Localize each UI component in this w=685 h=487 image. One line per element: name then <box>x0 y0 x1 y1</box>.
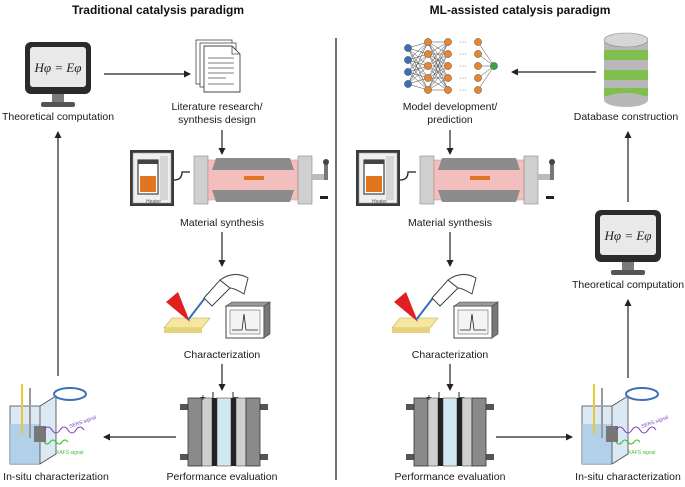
nn-node <box>424 62 432 70</box>
right-panel-title: ML-assisted catalysis paradigm <box>430 3 611 17</box>
nn-node <box>424 74 432 82</box>
right-cell-minus-sign: − <box>459 392 465 404</box>
neural-network-icon: ··· ··· ··· ··· ··· <box>404 38 498 94</box>
nn-node <box>444 50 452 58</box>
left-cell-minus-sign: − <box>233 392 239 404</box>
nn-node <box>404 68 412 76</box>
right-insitu-node: SERS signal XAFS signal In-situ characte… <box>575 383 681 483</box>
electrochemical-cell-icon <box>179 391 269 467</box>
nn-edge <box>427 53 449 91</box>
left-theoretical-label: Theoretical computation <box>2 111 114 123</box>
nn-node <box>444 86 452 94</box>
nn-edge <box>407 41 429 61</box>
nn-node <box>474 38 482 46</box>
nn-edge <box>407 41 429 73</box>
nn-ellipsis: ··· <box>460 87 467 94</box>
left-characterization-node: Characterization <box>163 273 271 361</box>
right-theoretical-computation-node: Hφ = Eφ Theoretical computation <box>572 210 684 291</box>
heater-brand-label: Heater <box>146 199 161 205</box>
left-performance-label: Performance evaluation <box>167 471 278 483</box>
right-performance-label: Performance evaluation <box>395 471 506 483</box>
database-icon <box>603 32 649 107</box>
right-synthesis-node: Heater Material synthesis <box>355 149 556 229</box>
right-characterization-label: Characterization <box>412 349 489 361</box>
nn-ellipsis: ··· <box>460 75 467 82</box>
electrochemical-cell-icon <box>405 391 495 467</box>
right-heater-brand-label: Heater <box>372 199 387 205</box>
left-synthesis-node: Heater Material synthesis <box>129 149 330 229</box>
nn-node <box>490 62 498 70</box>
right-characterization-node: Characterization <box>391 273 499 361</box>
nn-edge <box>427 41 449 79</box>
right-database-label: Database construction <box>574 111 679 123</box>
left-insitu-node: SERS signal XAFS signal In-situ characte… <box>3 383 109 483</box>
left-cell-plus-sign: + <box>200 392 206 404</box>
document-stack-icon <box>195 39 241 93</box>
nn-edge <box>427 41 449 91</box>
nn-node <box>424 50 432 58</box>
right-synthesis-label: Material synthesis <box>408 217 492 229</box>
left-literature-label-line2: synthesis design <box>178 114 256 126</box>
nn-node <box>444 38 452 46</box>
right-cell-plus-sign: + <box>426 392 432 404</box>
nn-ellipsis: ··· <box>460 63 467 70</box>
right-model-node: ··· ··· ··· ··· ··· Model development/ predi… <box>403 38 498 126</box>
characterization-instrument-icon <box>163 273 271 339</box>
left-literature-label-line1: Literature research/ <box>171 101 262 113</box>
nn-edge <box>477 65 495 91</box>
nn-node <box>474 50 482 58</box>
nn-node <box>474 74 482 82</box>
nn-ellipsis: ··· <box>460 51 467 58</box>
characterization-instrument-icon <box>391 273 499 339</box>
right-model-label-line1: Model development/ <box>403 101 498 113</box>
nn-node <box>404 44 412 52</box>
right-xafs-signal-label: XAFS signal <box>628 450 656 456</box>
nn-node <box>404 56 412 64</box>
left-panel-title: Traditional catalysis paradigm <box>72 3 244 17</box>
nn-node <box>424 86 432 94</box>
furnace-icon <box>129 149 330 207</box>
left-xafs-signal-label: XAFS signal <box>56 450 84 456</box>
right-theoretical-label: Theoretical computation <box>572 279 684 291</box>
left-performance-node: + − Performance evaluation <box>167 391 278 483</box>
right-performance-node: + − Performance evaluation <box>395 391 506 483</box>
nn-edge <box>407 41 429 85</box>
nn-edge <box>427 77 449 91</box>
right-insitu-label: In-situ characterization <box>575 471 681 483</box>
left-insitu-label: In-situ characterization <box>3 471 109 483</box>
nn-edge <box>407 53 429 85</box>
nn-node <box>474 86 482 94</box>
nn-edge <box>407 65 429 85</box>
right-sers-signal-label: SERS signal <box>641 415 669 430</box>
nn-node <box>444 74 452 82</box>
right-database-node: Database construction <box>574 32 679 123</box>
nn-node <box>424 38 432 46</box>
furnace-icon <box>355 149 556 207</box>
right-schrodinger-equation: Hφ = Eφ <box>604 228 652 243</box>
left-characterization-label: Characterization <box>184 349 261 361</box>
nn-node <box>444 62 452 70</box>
nn-edge <box>427 65 449 91</box>
left-sers-signal-label: SERS signal <box>69 415 97 430</box>
left-synthesis-label: Material synthesis <box>180 217 264 229</box>
right-model-label-line2: prediction <box>427 114 473 126</box>
nn-edge <box>427 41 449 55</box>
schrodinger-equation: Hφ = Eφ <box>34 60 82 75</box>
nn-edge <box>477 41 495 67</box>
nn-ellipsis: ··· <box>460 39 467 46</box>
nn-node <box>404 80 412 88</box>
left-literature-node: Literature research/ synthesis design <box>171 39 263 126</box>
nn-node <box>474 62 482 70</box>
left-theoretical-computation-node: Hφ = Eφ Theoretical computation <box>2 42 114 123</box>
nn-edge <box>427 41 449 67</box>
